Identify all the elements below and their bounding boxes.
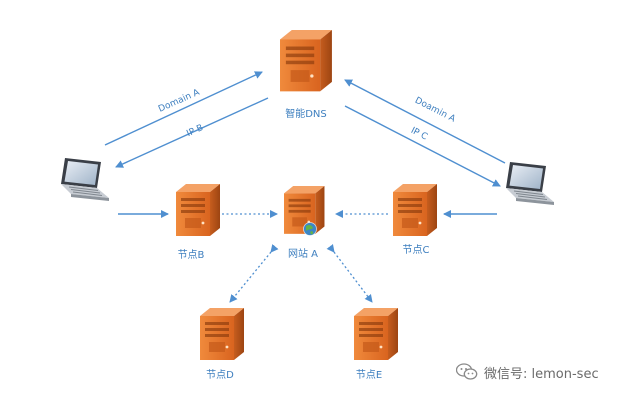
- node-c-label: 节点C: [403, 244, 430, 256]
- edge-label-right-request: Doamin A: [413, 96, 457, 125]
- node-d-label: 节点D: [206, 369, 234, 381]
- watermark-text: 微信号: lemon-sec: [484, 366, 599, 382]
- node-d-server-icon: [200, 308, 244, 360]
- node-c-server-icon: [393, 184, 437, 236]
- node-e-label: 节点E: [356, 369, 382, 381]
- edge-label-left-response: IP B: [185, 123, 205, 139]
- edge-website-node-d: [229, 244, 279, 303]
- website-label: 网站 A: [288, 247, 318, 260]
- node-b-label: 节点B: [178, 249, 205, 261]
- wechat-icon: [456, 363, 478, 380]
- laptop-right-icon: [505, 161, 555, 206]
- node-b-server-icon: [176, 184, 220, 236]
- edge-left-request: [104, 71, 263, 146]
- watermark: 微信号: lemon-sec: [456, 360, 599, 384]
- edge-left-response: [115, 97, 269, 168]
- edge-right-request: [344, 79, 506, 164]
- dns-server-icon: [280, 30, 332, 92]
- globe-icon: [303, 222, 317, 236]
- edge-website-node-e: [326, 244, 373, 303]
- dns-label: 智能DNS: [285, 107, 327, 120]
- laptop-left-icon: [60, 157, 110, 202]
- edge-right-response: [344, 105, 501, 187]
- node-e-server-icon: [354, 308, 398, 360]
